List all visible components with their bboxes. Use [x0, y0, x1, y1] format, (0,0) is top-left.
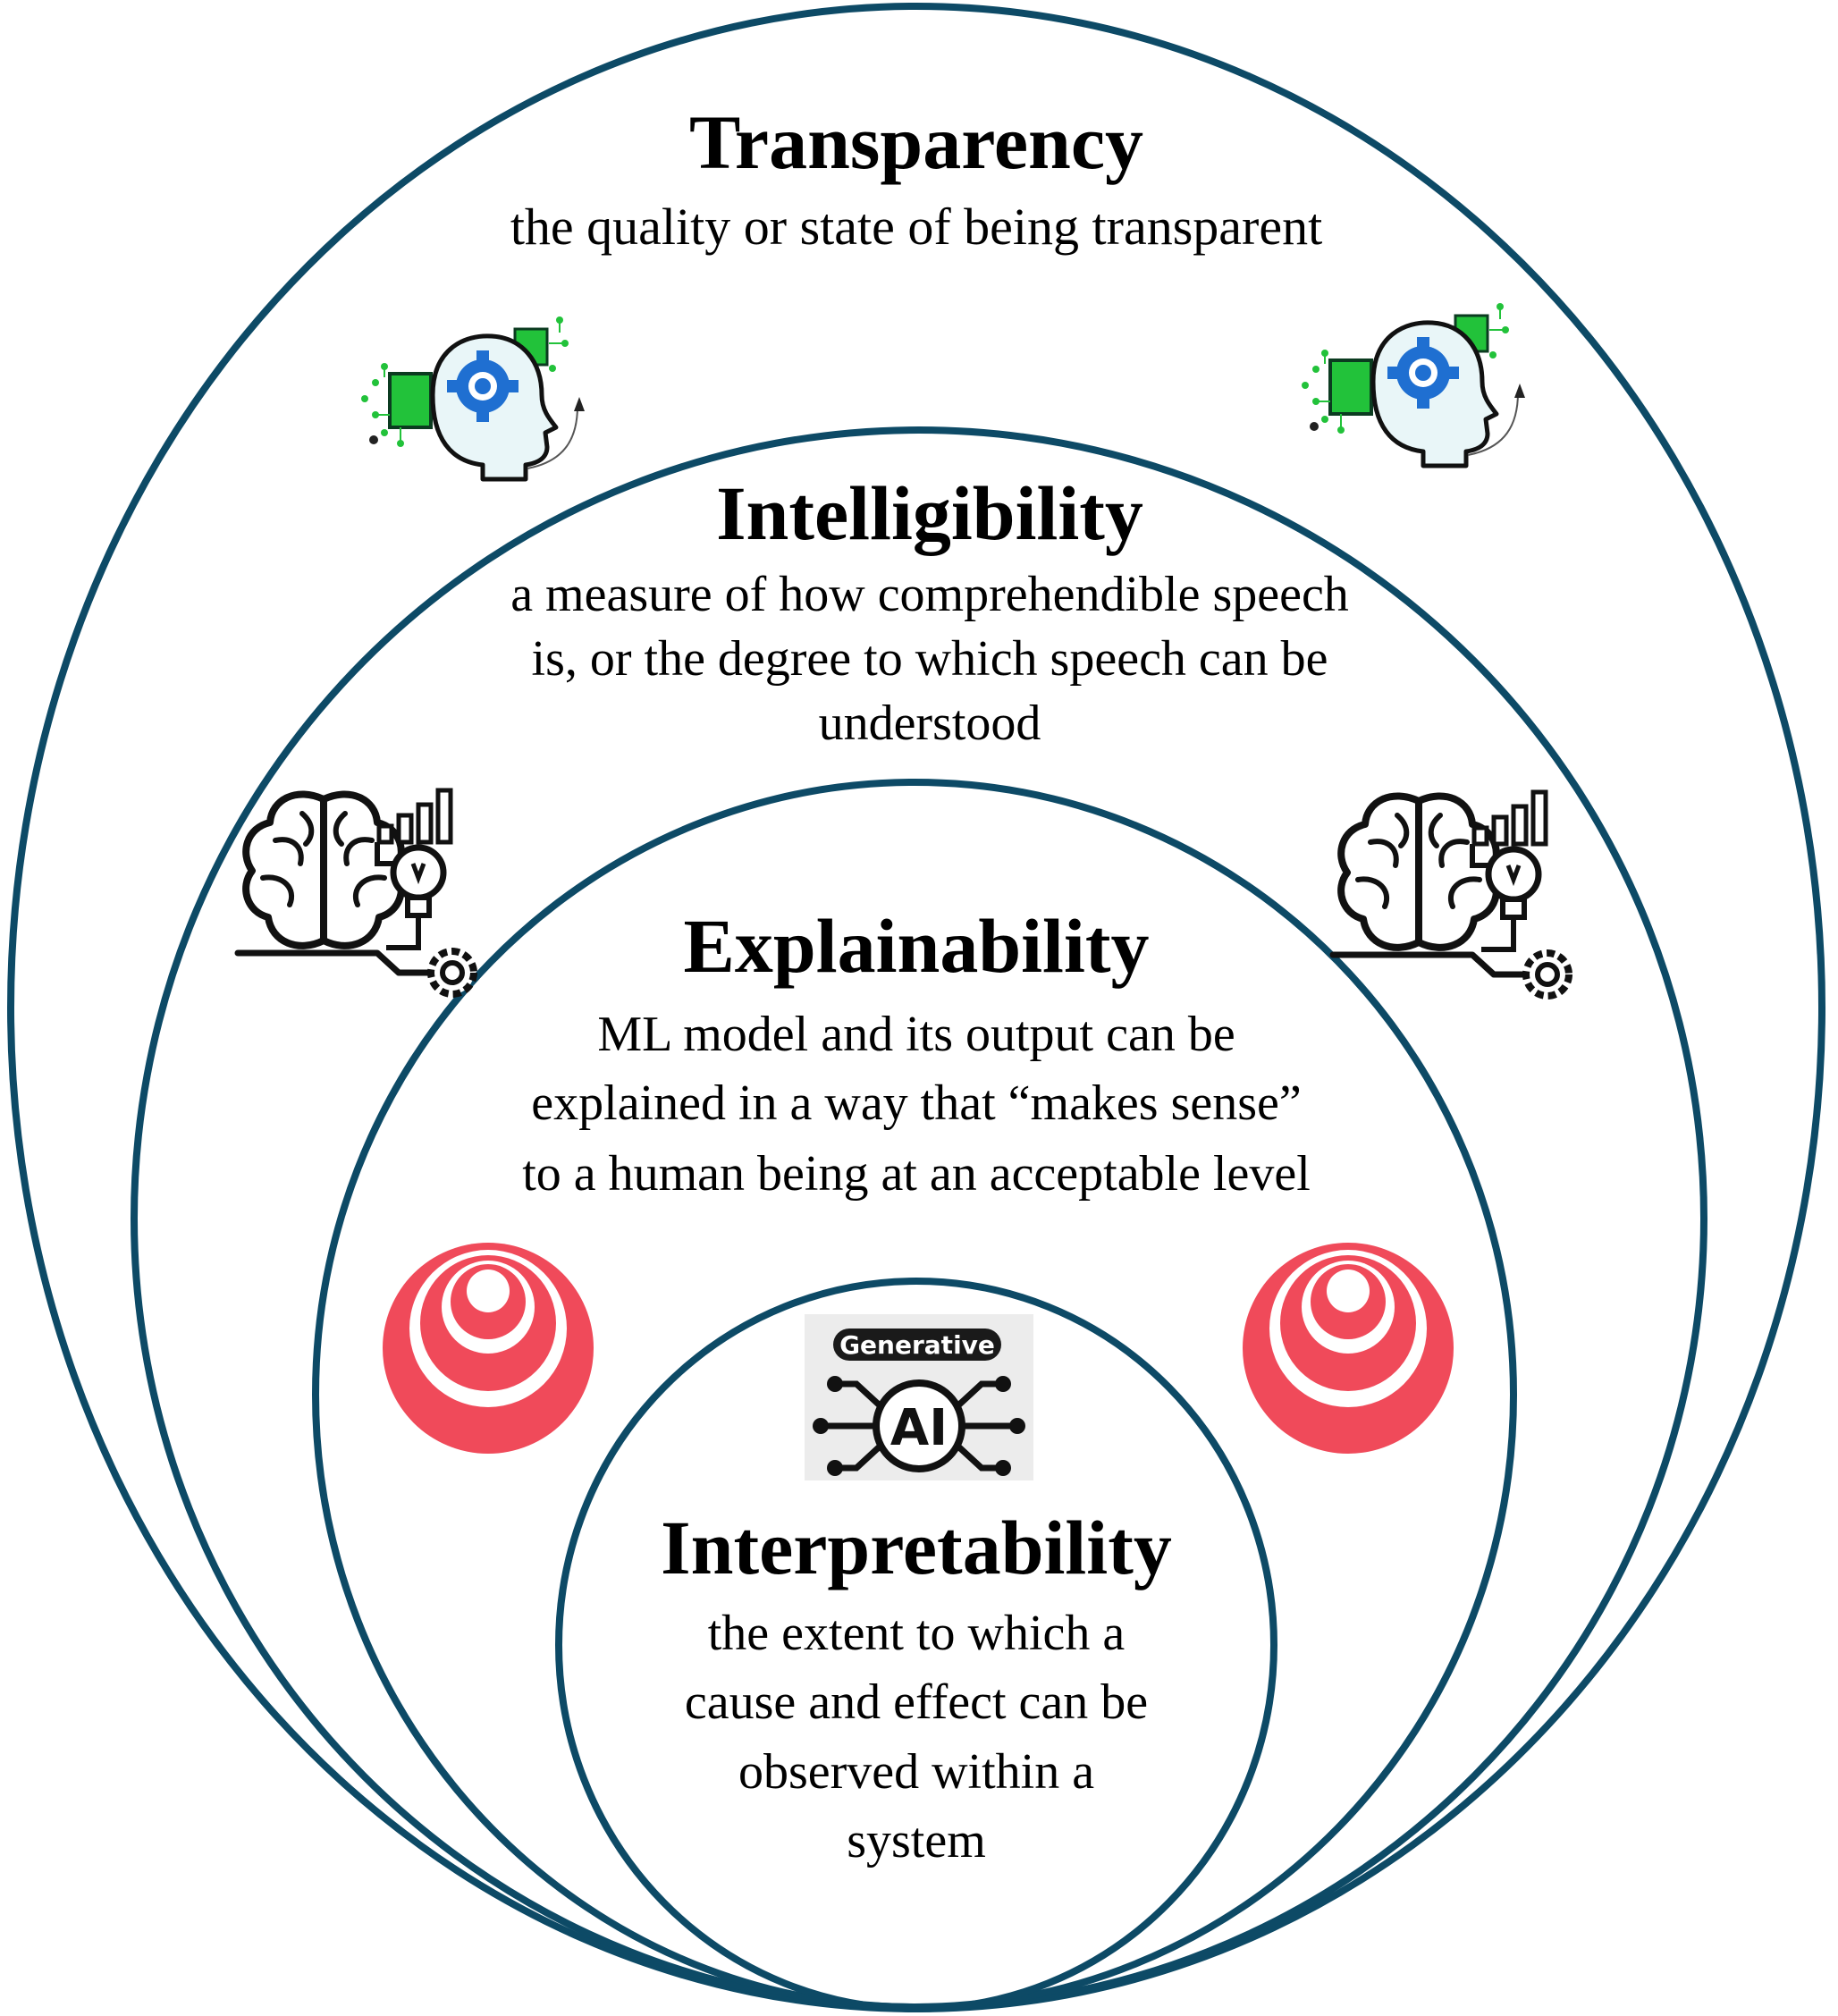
- intelligibility-description-line-2: is, or the degree to which speech can be: [532, 631, 1328, 687]
- concentric-target-icon: [383, 1243, 594, 1454]
- explainability-description-line-2: explained in a way that “makes sense”: [531, 1075, 1301, 1131]
- generative-badge-label: Generative: [839, 1330, 995, 1360]
- concentric-target-icon: [1243, 1243, 1454, 1454]
- brain-lightbulb-gear-icon: [1333, 792, 1569, 996]
- brain-lightbulb-gear-icon: [238, 790, 474, 994]
- interpretability-description-line-1: the extent to which a: [708, 1606, 1126, 1661]
- interpretability-circle: [555, 1278, 1277, 2012]
- transparency-description: the quality or state of being transparen…: [510, 198, 1322, 256]
- intelligibility-description-line-3: understood: [819, 696, 1041, 751]
- interpretability-description-line-2: cause and effect can be: [685, 1674, 1148, 1730]
- ai-head-gear-icon: [361, 316, 585, 479]
- interpretability-description-line-3: observed within a: [738, 1744, 1094, 1800]
- ai-badge-label: AI: [890, 1399, 948, 1457]
- explainability-title: Explainability: [684, 903, 1150, 989]
- interpretability-description-line-4: system: [847, 1813, 986, 1868]
- explainability-description-line-1: ML model and its output can be: [597, 1007, 1235, 1062]
- intelligibility-description-line-1: a measure of how comprehendible speech: [510, 567, 1349, 622]
- interpretability-title: Interpretability: [661, 1505, 1172, 1590]
- explainability-description-line-3: to a human being at an acceptable level: [522, 1146, 1311, 1202]
- intelligibility-title: Intelligibility: [716, 470, 1143, 556]
- generative-ai-icon: Generative AI: [805, 1314, 1033, 1480]
- transparency-title: Transparency: [689, 99, 1143, 185]
- ai-head-gear-icon: [1302, 303, 1525, 466]
